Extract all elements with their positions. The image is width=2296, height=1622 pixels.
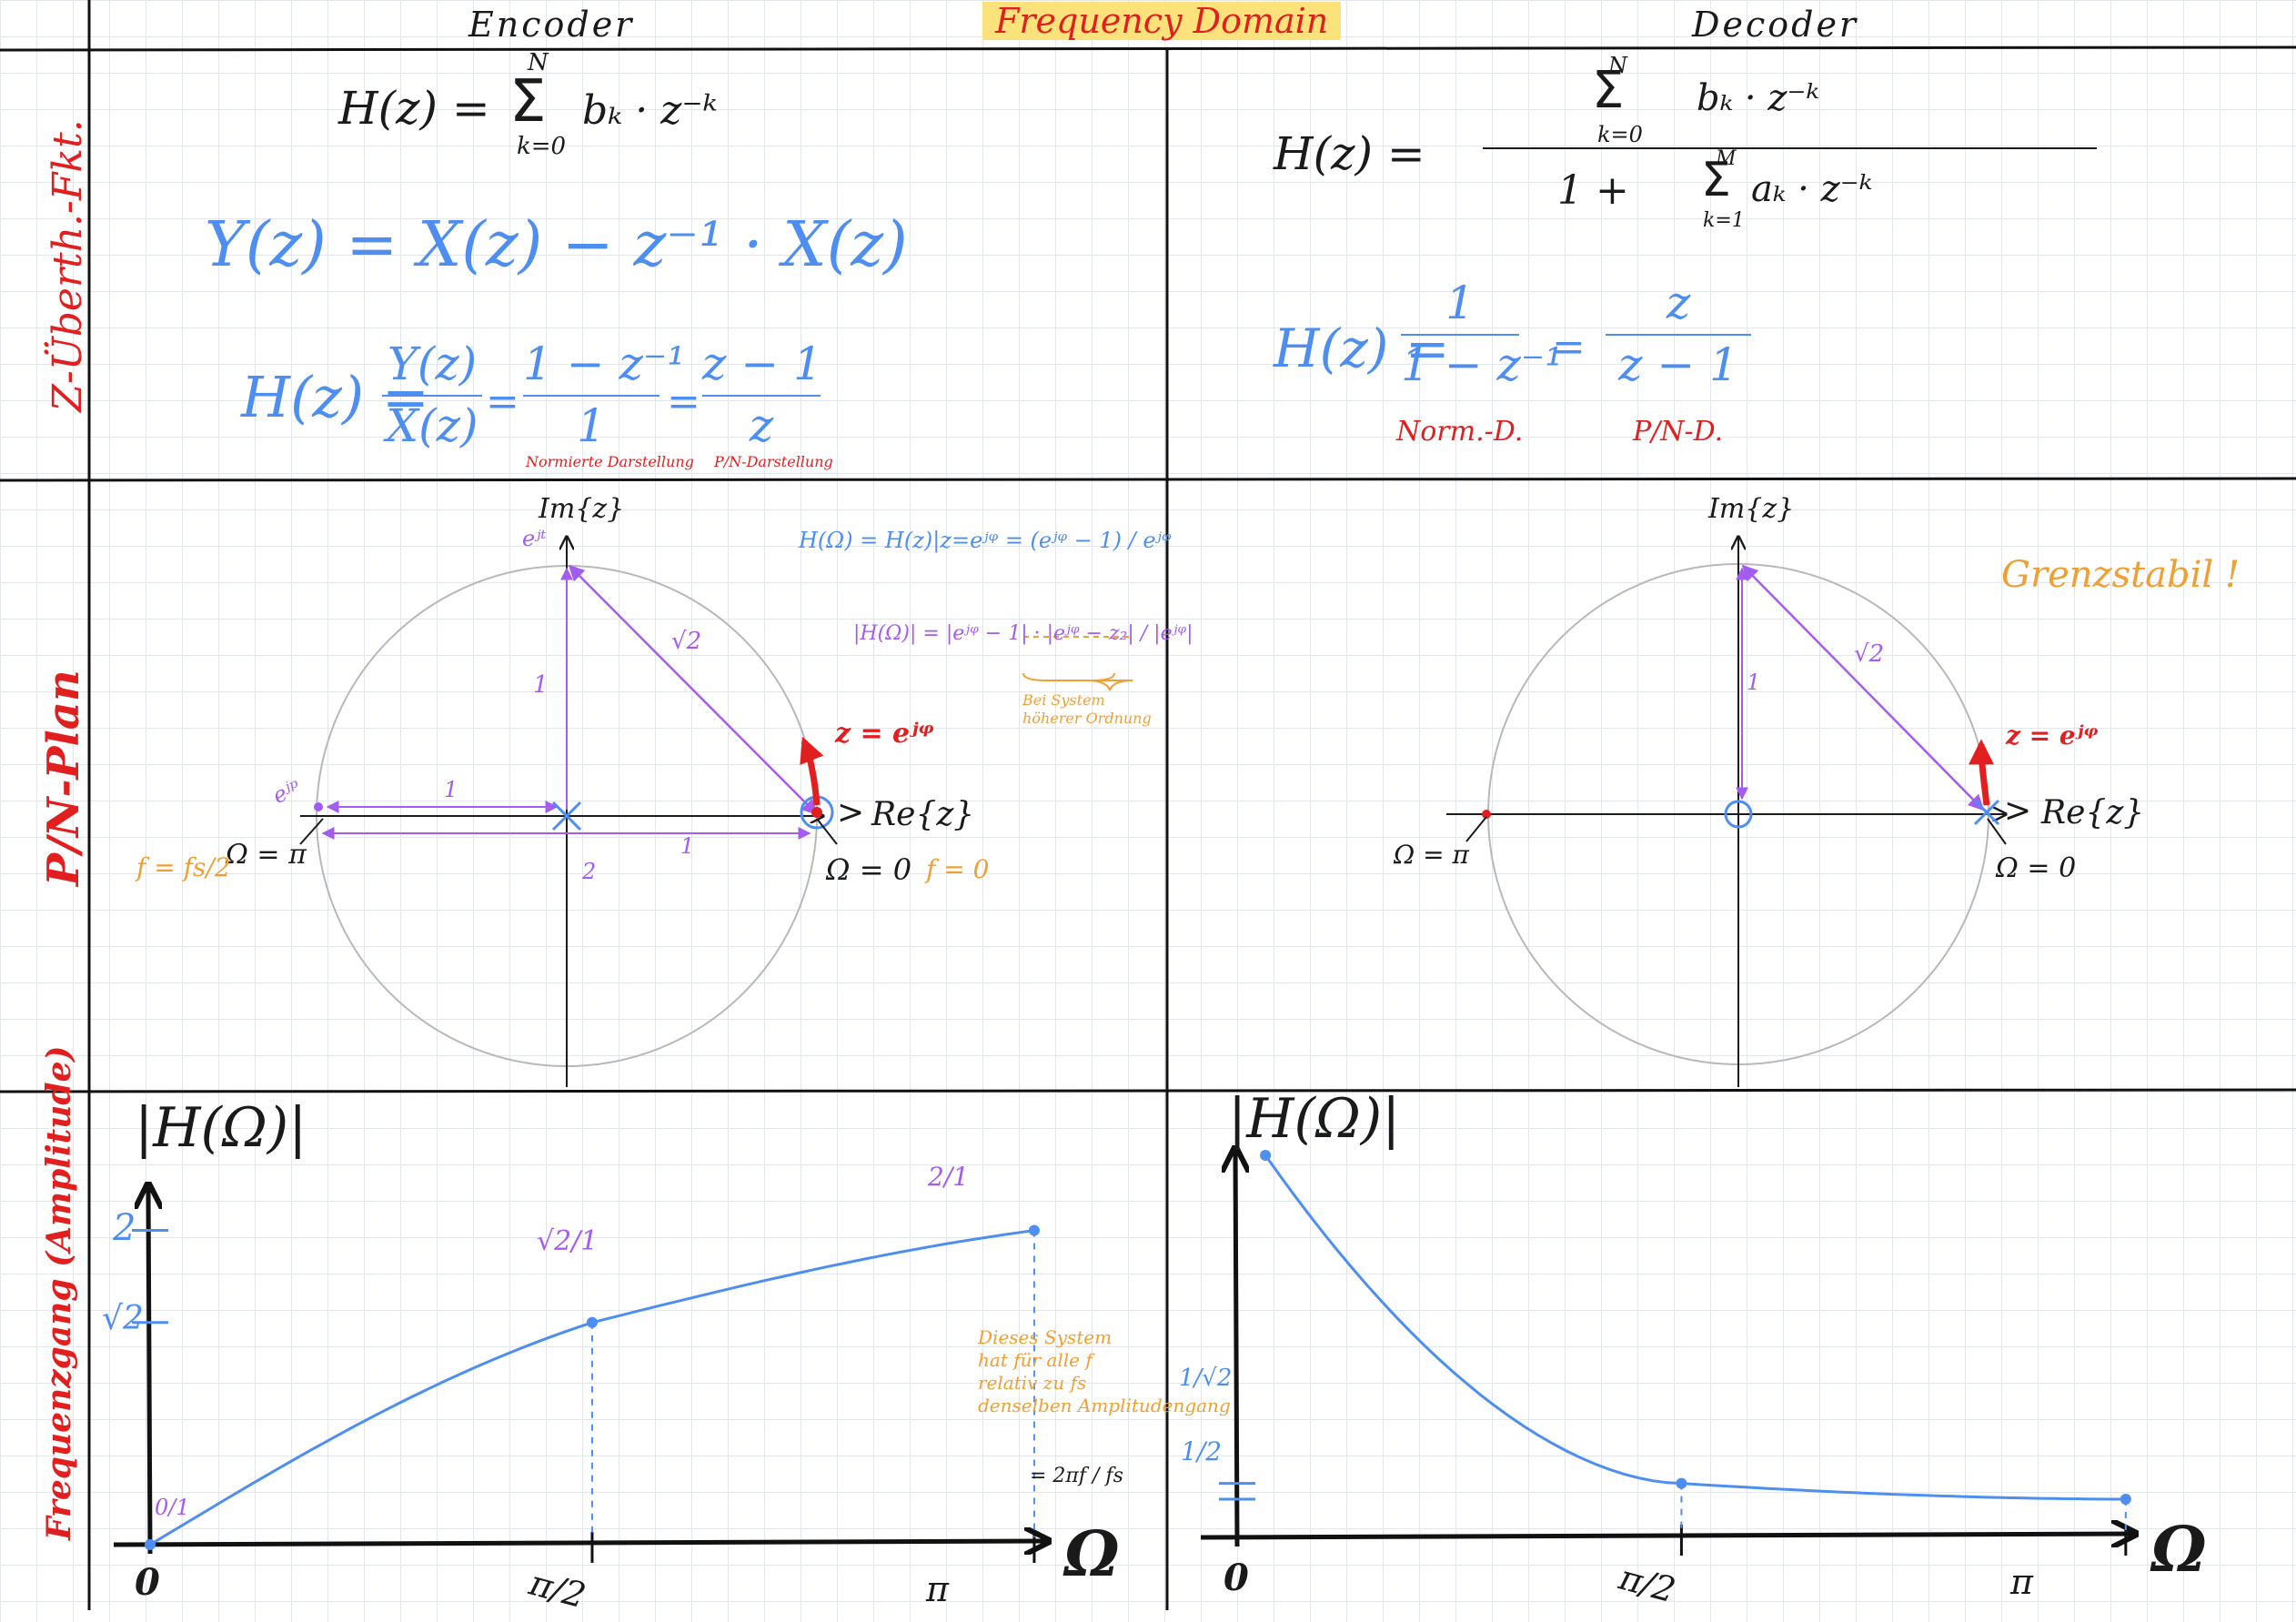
enc-eq-sign-1: =	[486, 378, 519, 425]
enc-fr-x-pi: π	[926, 1569, 949, 1609]
enc-len-one-left: 1	[444, 777, 458, 802]
dec-im-axis-label: Im{z}	[1708, 493, 1795, 525]
enc-fr-ann-start: 0/1	[155, 1495, 190, 1520]
dec-re-arrow: >	[2004, 792, 2032, 830]
enc-z-label: z = eʲᵠ	[835, 718, 934, 750]
dec-h-frac2: z z − 1	[1606, 277, 1751, 391]
enc-fr-note: Dieses System hat für alle f relativ zu …	[978, 1326, 1231, 1416]
header-decoder: Decoder	[1692, 5, 1859, 45]
dec-z-label: z = eʲᵠ	[2006, 720, 2099, 751]
dec-fr-tick-inv-sqrt2: 1/√2	[1179, 1365, 1233, 1392]
dec-den-prefix: 1 +	[1557, 167, 1629, 214]
enc-fr-ann-mid: √2/1	[537, 1225, 599, 1257]
enc-eq2: |H(Ω)| = |eʲᵠ − 1| · |eʲᵠ − z₂| / |eʲᵠ|	[853, 622, 1193, 645]
header-encoder: Encoder	[468, 5, 635, 45]
enc-h-frac1-den: X(z)	[386, 398, 478, 452]
enc-h-frac3-den: z	[749, 398, 774, 452]
enc-fr-tick-sqrt2: √2	[102, 1300, 144, 1337]
enc-omega-zero: Ω = 0	[826, 852, 912, 887]
enc-fr-x-label: Ω	[1064, 1518, 1120, 1591]
enc-h-frac1: Y(z) X(z)	[382, 337, 482, 452]
dec-eq-sign: =	[1552, 324, 1586, 370]
enc-fr-x-0: 0	[135, 1561, 160, 1604]
enc-omega-pi: Ω = π	[226, 839, 307, 871]
dec-h-frac1: 1 1 − z⁻¹	[1401, 277, 1564, 391]
dec-num-sum-bottom: k=0	[1597, 122, 1643, 147]
enc-h-frac2: 1 − z⁻¹ 1	[523, 337, 686, 452]
enc-label-norm: Normierte Darstellung	[526, 453, 694, 470]
enc-sum-bottom: k=0	[517, 133, 567, 160]
dec-label-pn: P/N-D.	[1633, 416, 1724, 448]
enc-fr-omega-def: = 2πf / fs	[1030, 1465, 1123, 1487]
enc-len-sqrt2: √2	[671, 628, 702, 655]
enc-sum-sign: Σ	[509, 68, 547, 136]
enc-re-arrow: >	[837, 794, 865, 831]
enc-note-higher: Bei System höherer Ordnung	[1022, 691, 1152, 727]
row-label-freq-resp: Frequenzgang (Amplitude)	[40, 1045, 78, 1540]
enc-eq1: H(Ω) = H(z)|z=eʲᵠ = (eʲᵠ − 1) / eʲᵠ	[799, 528, 1172, 553]
dec-omega-pi: Ω = π	[1394, 840, 1469, 870]
dec-len-one: 1	[1747, 670, 1761, 695]
enc-fr-tick-2: 2	[113, 1207, 136, 1249]
dec-fr-x-0: 0	[1224, 1557, 1249, 1599]
dec-re-axis-label: Re{z}	[2041, 794, 2145, 831]
dec-h-frac2-num: z	[1666, 277, 1691, 329]
dec-den-body: aₖ · z⁻ᵏ	[1751, 168, 1873, 210]
enc-label-pn: P/N-Darstellung	[714, 453, 833, 470]
enc-h-frac3: z − 1 z	[702, 337, 822, 452]
dec-h-frac2-den: z − 1	[1618, 337, 1738, 391]
dec-omega-zero: Ω = 0	[1996, 852, 2077, 884]
dec-num-sum-sign: Σ	[1592, 61, 1625, 120]
enc-general-lhs: H(z) =	[338, 82, 490, 135]
dec-h-frac1-num: 1	[1445, 277, 1475, 329]
enc-len-one-vert: 1	[533, 671, 549, 699]
enc-h-frac2-num: 1 − z⁻¹	[523, 337, 686, 390]
dec-fr-y-label: |H(Ω)|	[1228, 1087, 1401, 1151]
enc-h-lhs: H(z) =	[241, 364, 429, 430]
dec-fr-x-pi: π	[2010, 1562, 2033, 1602]
enc-h-frac1-num: Y(z)	[387, 337, 478, 390]
enc-e-top: eʲᵗ	[522, 526, 547, 551]
enc-im-axis-label: Im{z}	[539, 493, 625, 525]
dec-den-sum-bottom: k=1	[1703, 209, 1745, 232]
enc-diff-eq: Y(z) = X(z) − z⁻¹ · X(z)	[205, 209, 908, 281]
enc-fr-ann-end: 2/1	[928, 1162, 970, 1192]
enc-sum-body: bₖ · z⁻ᵏ	[582, 87, 718, 134]
dec-fr-x-label: Ω	[2151, 1514, 2207, 1587]
enc-fr-y-label: |H(Ω)|	[135, 1096, 307, 1160]
dec-label-norm: Norm.-D.	[1396, 416, 1524, 448]
enc-h-frac3-num: z − 1	[702, 337, 822, 390]
enc-len-two: 2	[582, 859, 597, 884]
dec-fr-tick-half: 1/2	[1181, 1436, 1223, 1466]
enc-re-axis-label: Re{z}	[871, 796, 975, 833]
row-label-pn: P/N-Plan	[38, 670, 89, 886]
dec-den-sum-sign: Σ	[1701, 153, 1731, 207]
row-label-transfer: Z-Überth.-Fkt.	[45, 119, 91, 412]
dec-stability: Grenzstabil !	[2001, 554, 2241, 596]
enc-f-zero: f = 0	[926, 854, 990, 884]
dec-num-sum-top: N	[1608, 53, 1627, 78]
enc-h-frac2-den: 1	[577, 398, 606, 452]
dec-h-lhs: H(z) =	[1274, 317, 1450, 379]
dec-den-sum-top: M	[1716, 147, 1737, 170]
dec-h-frac1-den: 1 − z⁻¹	[1401, 337, 1564, 391]
header-title: Frequency Domain	[982, 2, 1342, 40]
dec-general-lhs: H(z) =	[1274, 127, 1425, 180]
enc-eq-sign-2: =	[667, 378, 700, 425]
dec-len-sqrt2: √2	[1854, 640, 1885, 668]
enc-sum-top: N	[528, 49, 549, 76]
dec-num-body: bₖ · z⁻ᵏ	[1697, 77, 1820, 119]
enc-f-half: f = fs/2	[136, 852, 231, 882]
enc-len-one-right: 1	[680, 833, 695, 859]
